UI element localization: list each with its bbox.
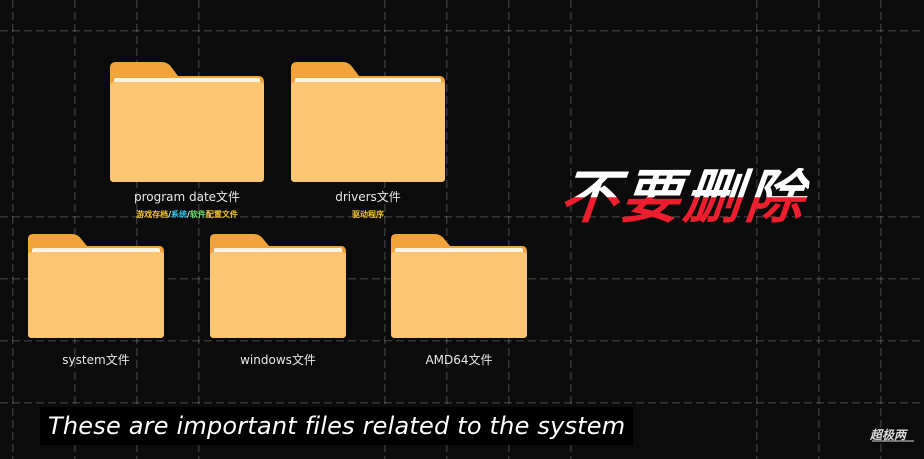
folder-label: system文件 — [62, 353, 130, 367]
folder-label: AMD64文件 — [425, 353, 493, 367]
folder-system[interactable]: system文件 — [26, 232, 166, 367]
desc-game-saves: 游戏存档 — [136, 210, 169, 219]
folder-icon — [108, 60, 266, 184]
folder-description: 驱动程序 — [352, 209, 384, 220]
channel-logo: 超极两 — [868, 424, 918, 444]
folder-windows[interactable]: windows文件 — [208, 232, 348, 367]
desc-software: 软件 — [189, 210, 206, 219]
folder-program-date[interactable]: program date文件 游戏存档/系统/软件配置文件 — [108, 60, 266, 219]
desc-config-files: 配置文件 — [205, 210, 238, 219]
folder-amd64[interactable]: AMD64文件 — [389, 232, 529, 367]
folder-label: windows文件 — [240, 353, 316, 367]
headline-do-not-delete: 不要删除 — [556, 163, 812, 231]
desc-system: 系统 — [171, 210, 187, 219]
folder-description: 游戏存档/系统/软件配置文件 — [136, 209, 238, 220]
folder-drivers[interactable]: drivers文件 驱动程序 — [289, 60, 447, 219]
folder-icon — [389, 232, 529, 340]
folder-label: drivers文件 — [335, 190, 401, 204]
folder-label: program date文件 — [133, 190, 241, 204]
subtitle-caption: These are important files related to the… — [40, 407, 634, 445]
logo-text: 超极两 — [869, 428, 908, 442]
desc-drivers: 驱动程序 — [352, 210, 384, 219]
subtitle-text: These are important files related to the… — [48, 412, 626, 440]
folder-icon — [289, 60, 447, 184]
desc-slash: / — [168, 210, 171, 219]
folder-icon — [208, 232, 348, 340]
desc-slash: / — [187, 210, 190, 219]
folder-icon — [26, 232, 166, 340]
